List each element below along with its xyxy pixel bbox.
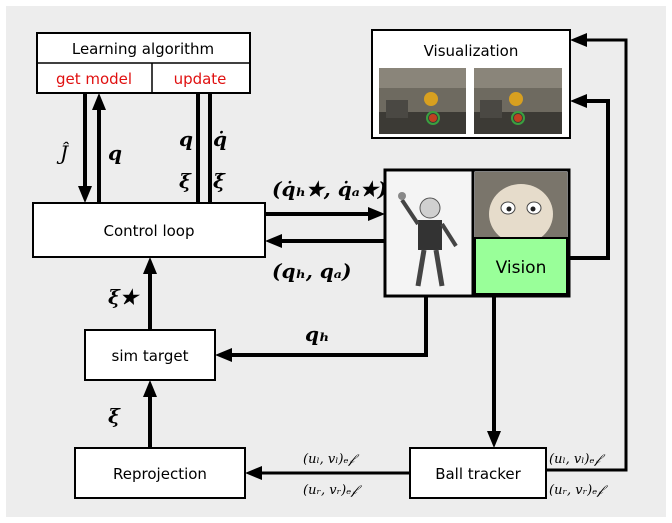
label-xi-star: ξ★ [108, 285, 141, 309]
arrow-vision-visualization [567, 99, 610, 260]
reprojection-box [74, 447, 246, 499]
label-q-h: qₕ [305, 322, 329, 346]
label-q: q [108, 141, 122, 165]
visualization-title: Visualization [424, 42, 519, 60]
sim-target-label: sim target [112, 347, 189, 365]
learning-algorithm-title: Learning algorithm [72, 40, 214, 58]
label-j-hat: Ĵ [56, 140, 70, 165]
arrow-ball-visualization [546, 38, 628, 472]
label-ul-vl-right: (uₗ, vₗ)ₑ𝒻 [549, 452, 605, 467]
vision-box [474, 237, 568, 295]
edge-labels: Ĵ q q q̇ ξ ξ̇ (q̇ₕ★, q̇ₐ★) (qₕ, qₐ) ξ★ q… [56, 127, 608, 498]
camera-image-left [379, 68, 466, 134]
label-q-update: q [179, 127, 193, 151]
camera-image-right [474, 68, 562, 134]
label-ur-vr: (uᵣ, vᵣ)ₑ𝒻 [303, 483, 362, 498]
label-q-h-q-a: (qₕ, qₐ) [272, 259, 351, 283]
ball-tracker-box [409, 447, 547, 499]
vision-label: Vision [496, 258, 547, 278]
control-loop-label: Control loop [103, 222, 194, 240]
learning-algorithm-block: Learning algorithm get model update [36, 32, 251, 94]
label-xi-dot: ξ̇ [213, 169, 226, 193]
arrow-q-h [230, 296, 428, 357]
label-xi: ξ [108, 404, 121, 428]
robot-image [387, 172, 473, 294]
label-xi-update: ξ [179, 169, 192, 193]
robot-vision-block: Vision [383, 168, 571, 298]
visualization-block: Visualization [371, 29, 571, 139]
label-ur-vr-right: (uᵣ, vᵣ)ₑ𝒻 [549, 483, 608, 498]
label-ul-vl: (uₗ, vₗ)ₑ𝒻 [303, 452, 359, 467]
ball-tracker-label: Ball tracker [435, 465, 521, 483]
label-qdot-target: (q̇ₕ★, q̇ₐ★) [272, 177, 387, 201]
face-image [475, 172, 567, 244]
get-model-label: get model [56, 70, 132, 88]
control-loop-box [32, 202, 266, 258]
connections [78, 33, 628, 480]
label-q-dot: q̇ [213, 127, 227, 151]
arrow-q-up [92, 93, 106, 110]
update-label: update [174, 70, 227, 88]
reprojection-label: Reprojection [113, 465, 207, 483]
